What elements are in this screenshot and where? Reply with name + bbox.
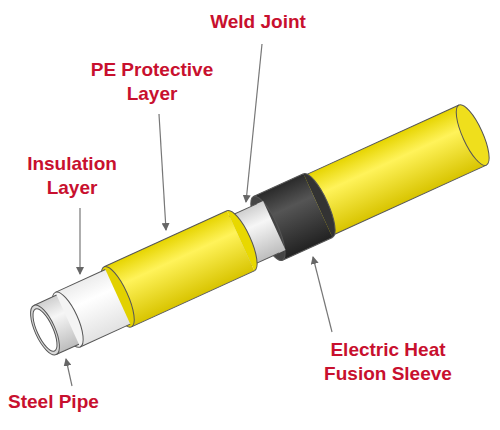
- part-label: Insulation Layer: [17, 152, 127, 200]
- part-label: Steel Pipe: [8, 390, 158, 414]
- part-label: Weld Joint: [158, 10, 358, 34]
- leader-line: [66, 359, 72, 386]
- leader-line: [246, 44, 262, 202]
- leader-line: [79, 208, 80, 274]
- part-label: PE Protective Layer: [82, 58, 222, 106]
- steel-pipe-end: [25, 295, 79, 359]
- part-label: Electric Heat Fusion Sleeve: [313, 338, 463, 386]
- leader-lines: [66, 44, 332, 386]
- leader-line: [159, 114, 166, 230]
- leader-line: [313, 257, 332, 332]
- pe-layer-right: [300, 101, 496, 238]
